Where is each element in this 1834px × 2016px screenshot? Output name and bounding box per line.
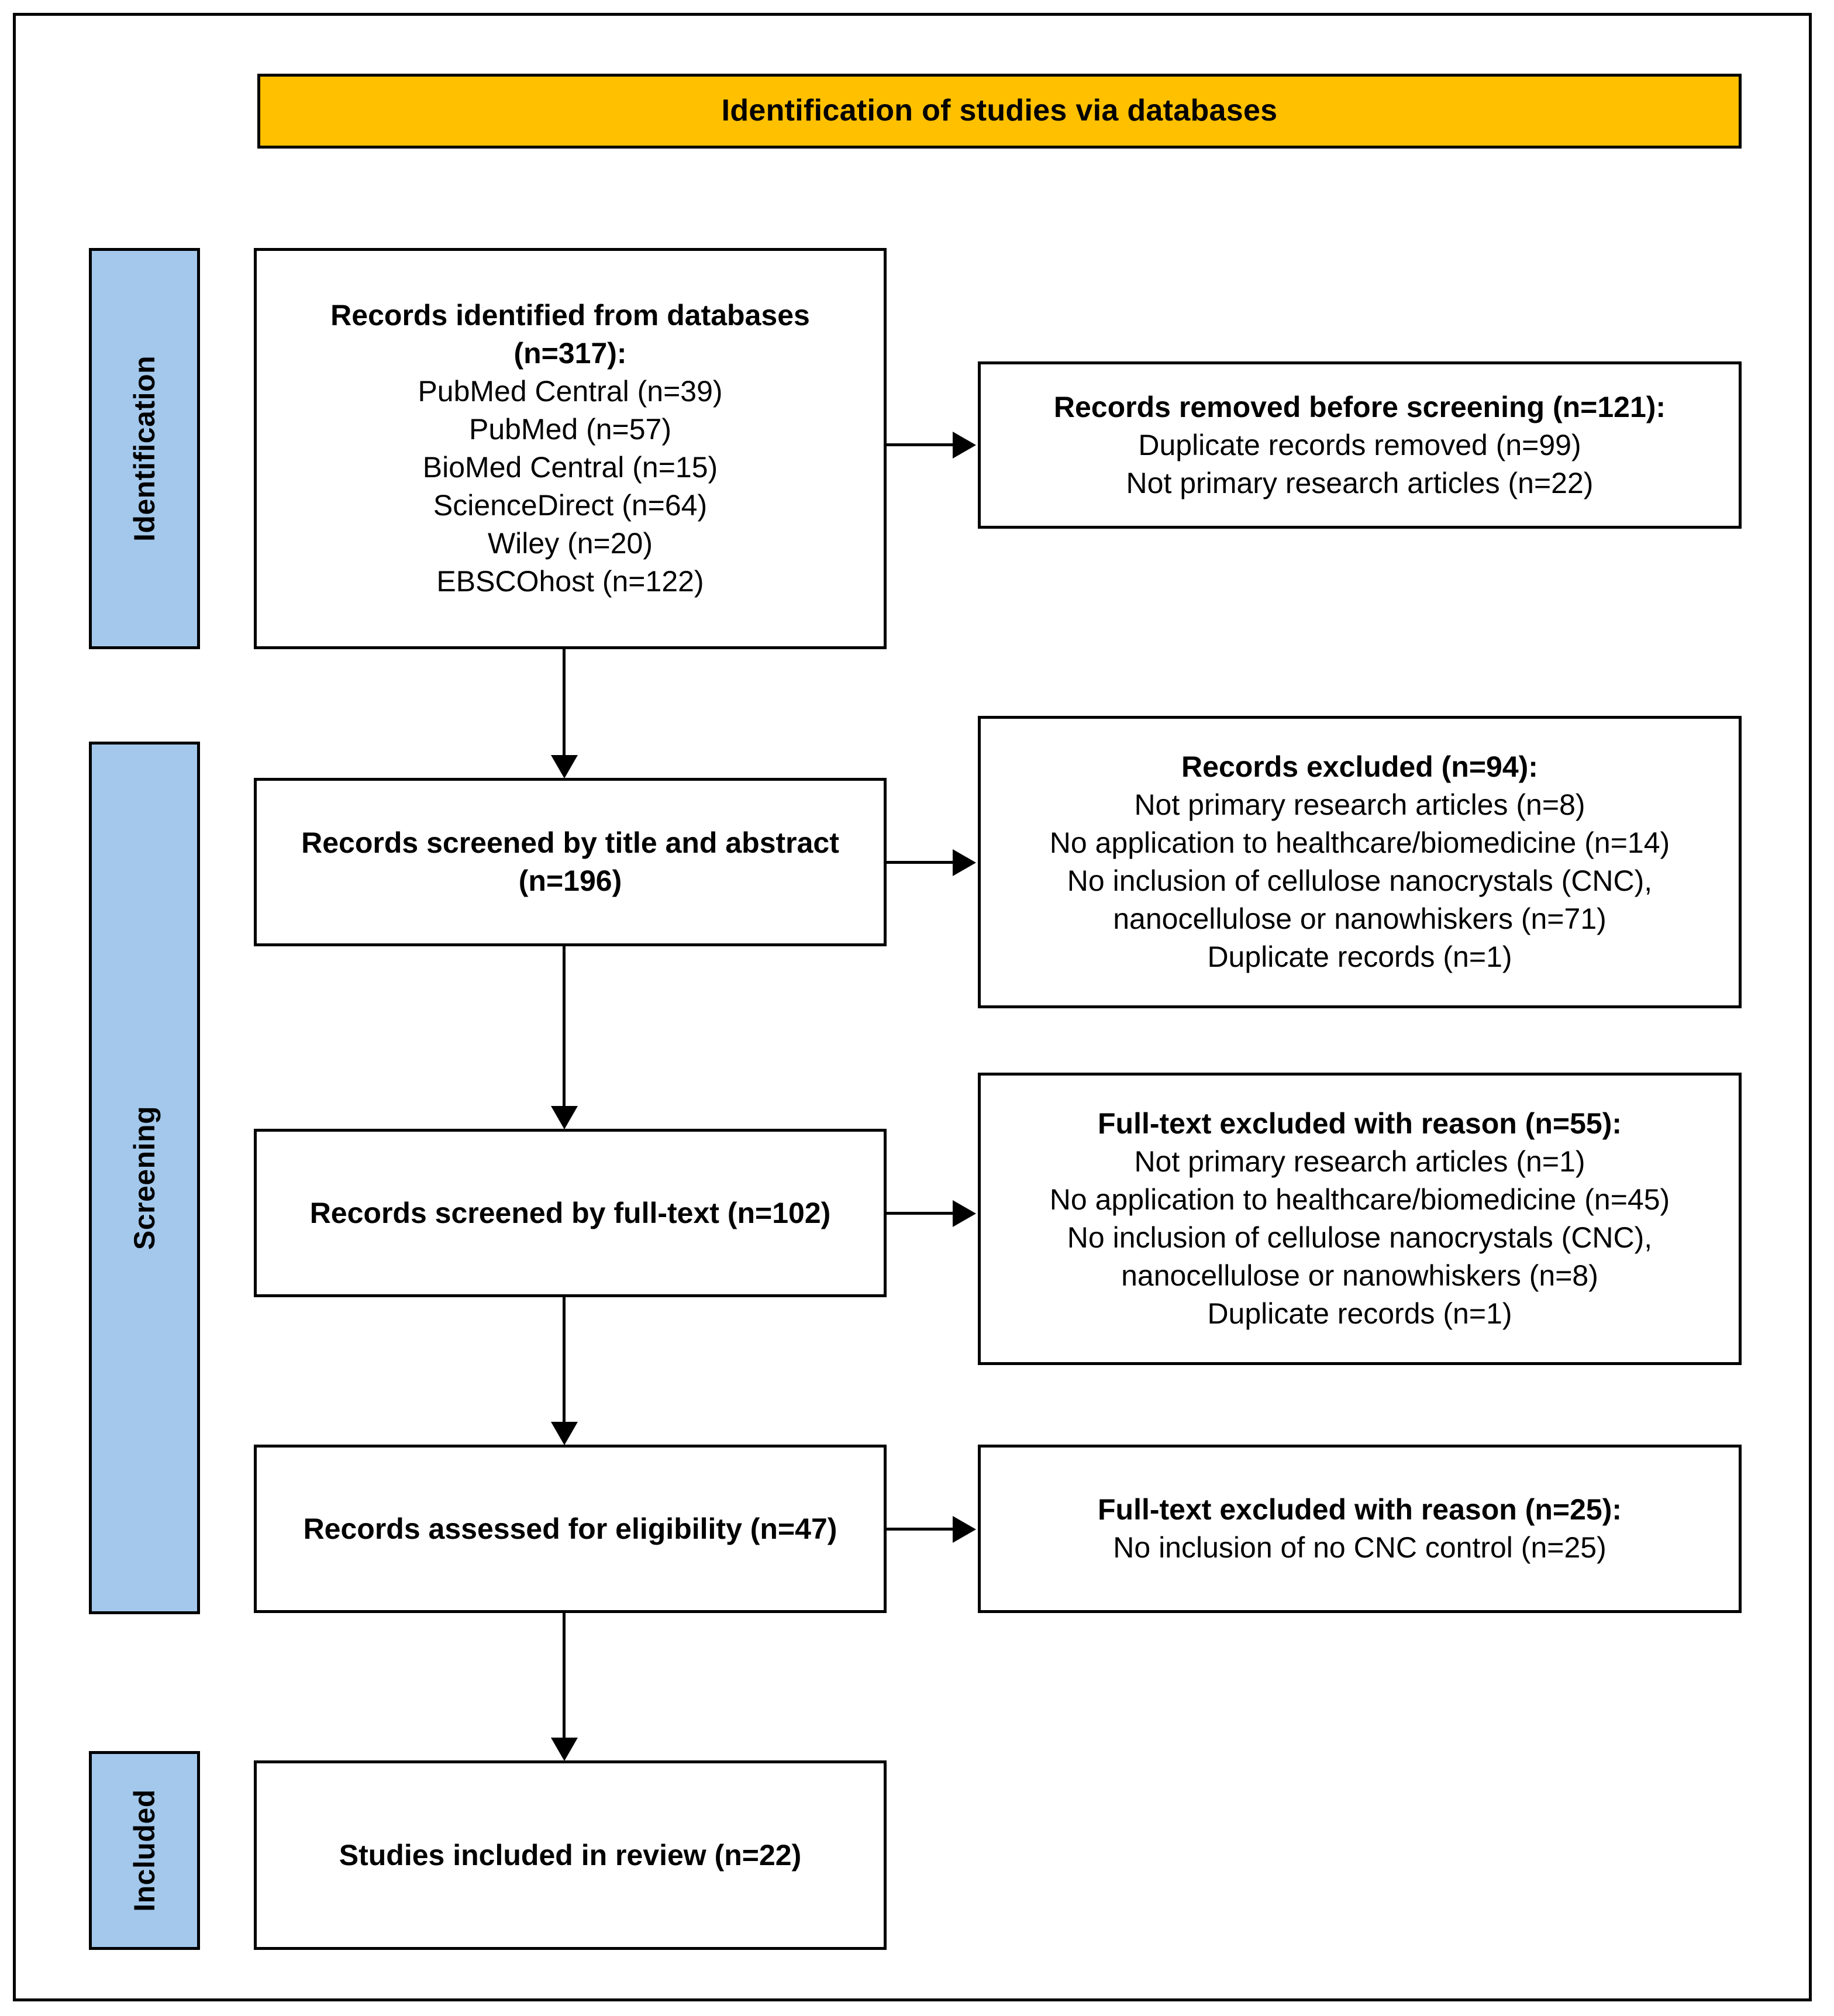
node-full-text-excluded-55: Full-text excluded with reason (n=55): N… bbox=[978, 1073, 1742, 1365]
stage-bar-screening: Screening bbox=[89, 742, 200, 1614]
node-records-removed-before-screening: Records removed before screening (n=121)… bbox=[978, 361, 1742, 529]
studies-included-title: Studies included in review (n=22) bbox=[339, 1838, 802, 1872]
node-records-assessed-eligibility: Records assessed for eligibility (n=47) bbox=[254, 1445, 887, 1613]
full-text-excluded-25-reason-1: No inclusion of no CNC control (n=25) bbox=[1113, 1531, 1607, 1564]
records-excluded-94-reason-3b: nanocellulose or nanowhiskers (n=71) bbox=[1113, 902, 1607, 935]
stage-label-included: Included bbox=[128, 1789, 161, 1912]
records-excluded-94-reason-4: Duplicate records (n=1) bbox=[1207, 940, 1512, 973]
screened-full-text-title: Records screened by full-text (n=102) bbox=[309, 1196, 831, 1229]
node-records-excluded-94: Records excluded (n=94): Not primary res… bbox=[978, 716, 1742, 1008]
stage-bar-included: Included bbox=[89, 1751, 200, 1950]
connector-full-text-to-excluded-55 bbox=[887, 1212, 954, 1215]
stage-label-identification: Identification bbox=[128, 355, 161, 542]
records-identified-title-line1: Records identified from databases bbox=[330, 299, 810, 332]
records-removed-not-primary: Not primary research articles (n=22) bbox=[1126, 466, 1594, 499]
records-identified-source-ebscohost: EBSCOhost (n=122) bbox=[436, 565, 704, 598]
full-text-excluded-55-title: Full-text excluded with reason (n=55): bbox=[1098, 1107, 1622, 1140]
node-full-text-excluded-25: Full-text excluded with reason (n=25): N… bbox=[978, 1445, 1742, 1613]
arrowhead-full-text-to-excluded-55 bbox=[953, 1200, 976, 1227]
arrowhead-eligibility-to-excluded-25 bbox=[953, 1516, 976, 1543]
full-text-excluded-55-reason-2: No application to healthcare/biomedicine… bbox=[1049, 1183, 1670, 1216]
records-identified-source-pubmed: PubMed (n=57) bbox=[468, 413, 672, 446]
records-excluded-94-reason-1: Not primary research articles (n=8) bbox=[1134, 788, 1585, 821]
screened-title-abstract-line1: Records screened by title and abstract bbox=[301, 826, 839, 859]
connector-identified-to-screened-title bbox=[563, 649, 566, 758]
assessed-eligibility-title: Records assessed for eligibility (n=47) bbox=[303, 1512, 837, 1545]
full-text-excluded-55-reason-1: Not primary research articles (n=1) bbox=[1134, 1145, 1585, 1178]
arrowhead-screened-title-to-full-text bbox=[551, 1106, 578, 1129]
records-identified-source-wiley: Wiley (n=20) bbox=[487, 527, 653, 560]
stage-label-screening: Screening bbox=[128, 1105, 161, 1250]
full-text-excluded-55-reason-3a: No inclusion of cellulose nanocrystals (… bbox=[1067, 1221, 1653, 1254]
connector-identified-to-removed bbox=[887, 443, 954, 446]
arrowhead-eligibility-to-included bbox=[551, 1738, 578, 1761]
records-identified-source-biomed-central: BioMed Central (n=15) bbox=[422, 451, 718, 484]
full-text-excluded-25-title: Full-text excluded with reason (n=25): bbox=[1098, 1493, 1622, 1526]
stage-bar-identification: Identification bbox=[89, 248, 200, 649]
records-identified-source-pubmed-central: PubMed Central (n=39) bbox=[418, 375, 723, 408]
arrowhead-screened-title-to-excluded-94 bbox=[953, 849, 976, 876]
node-records-screened-full-text: Records screened by full-text (n=102) bbox=[254, 1129, 887, 1297]
node-studies-included-in-review: Studies included in review (n=22) bbox=[254, 1760, 887, 1950]
node-records-screened-title-abstract: Records screened by title and abstract (… bbox=[254, 778, 887, 946]
header-band-identification-via-databases: Identification of studies via databases bbox=[257, 74, 1742, 149]
screened-title-abstract-line2: (n=196) bbox=[518, 864, 622, 897]
records-removed-title: Records removed before screening (n=121)… bbox=[1053, 390, 1666, 423]
records-excluded-94-reason-3a: No inclusion of cellulose nanocrystals (… bbox=[1067, 864, 1653, 897]
records-identified-title-line2: (n=317): bbox=[513, 337, 627, 370]
records-excluded-94-title: Records excluded (n=94): bbox=[1181, 750, 1538, 783]
node-records-identified-from-databases: Records identified from databases (n=317… bbox=[254, 248, 887, 649]
connector-screened-title-to-full-text bbox=[563, 946, 566, 1109]
connector-eligibility-to-excluded-25 bbox=[887, 1528, 954, 1531]
header-band-label: Identification of studies via databases bbox=[721, 94, 1278, 128]
arrowhead-identified-to-screened-title bbox=[551, 755, 578, 778]
full-text-excluded-55-reason-3b: nanocellulose or nanowhiskers (n=8) bbox=[1121, 1259, 1598, 1292]
connector-eligibility-to-included bbox=[563, 1613, 566, 1741]
arrowhead-full-text-to-eligibility bbox=[551, 1422, 578, 1445]
connector-screened-title-to-excluded-94 bbox=[887, 861, 954, 864]
records-excluded-94-reason-2: No application to healthcare/biomedicine… bbox=[1049, 826, 1670, 859]
full-text-excluded-55-reason-4: Duplicate records (n=1) bbox=[1207, 1297, 1512, 1330]
records-identified-source-sciencedirect: ScienceDirect (n=64) bbox=[433, 489, 708, 522]
arrowhead-identified-to-removed bbox=[953, 432, 976, 459]
records-removed-duplicates: Duplicate records removed (n=99) bbox=[1138, 428, 1581, 461]
connector-full-text-to-eligibility bbox=[563, 1297, 566, 1425]
